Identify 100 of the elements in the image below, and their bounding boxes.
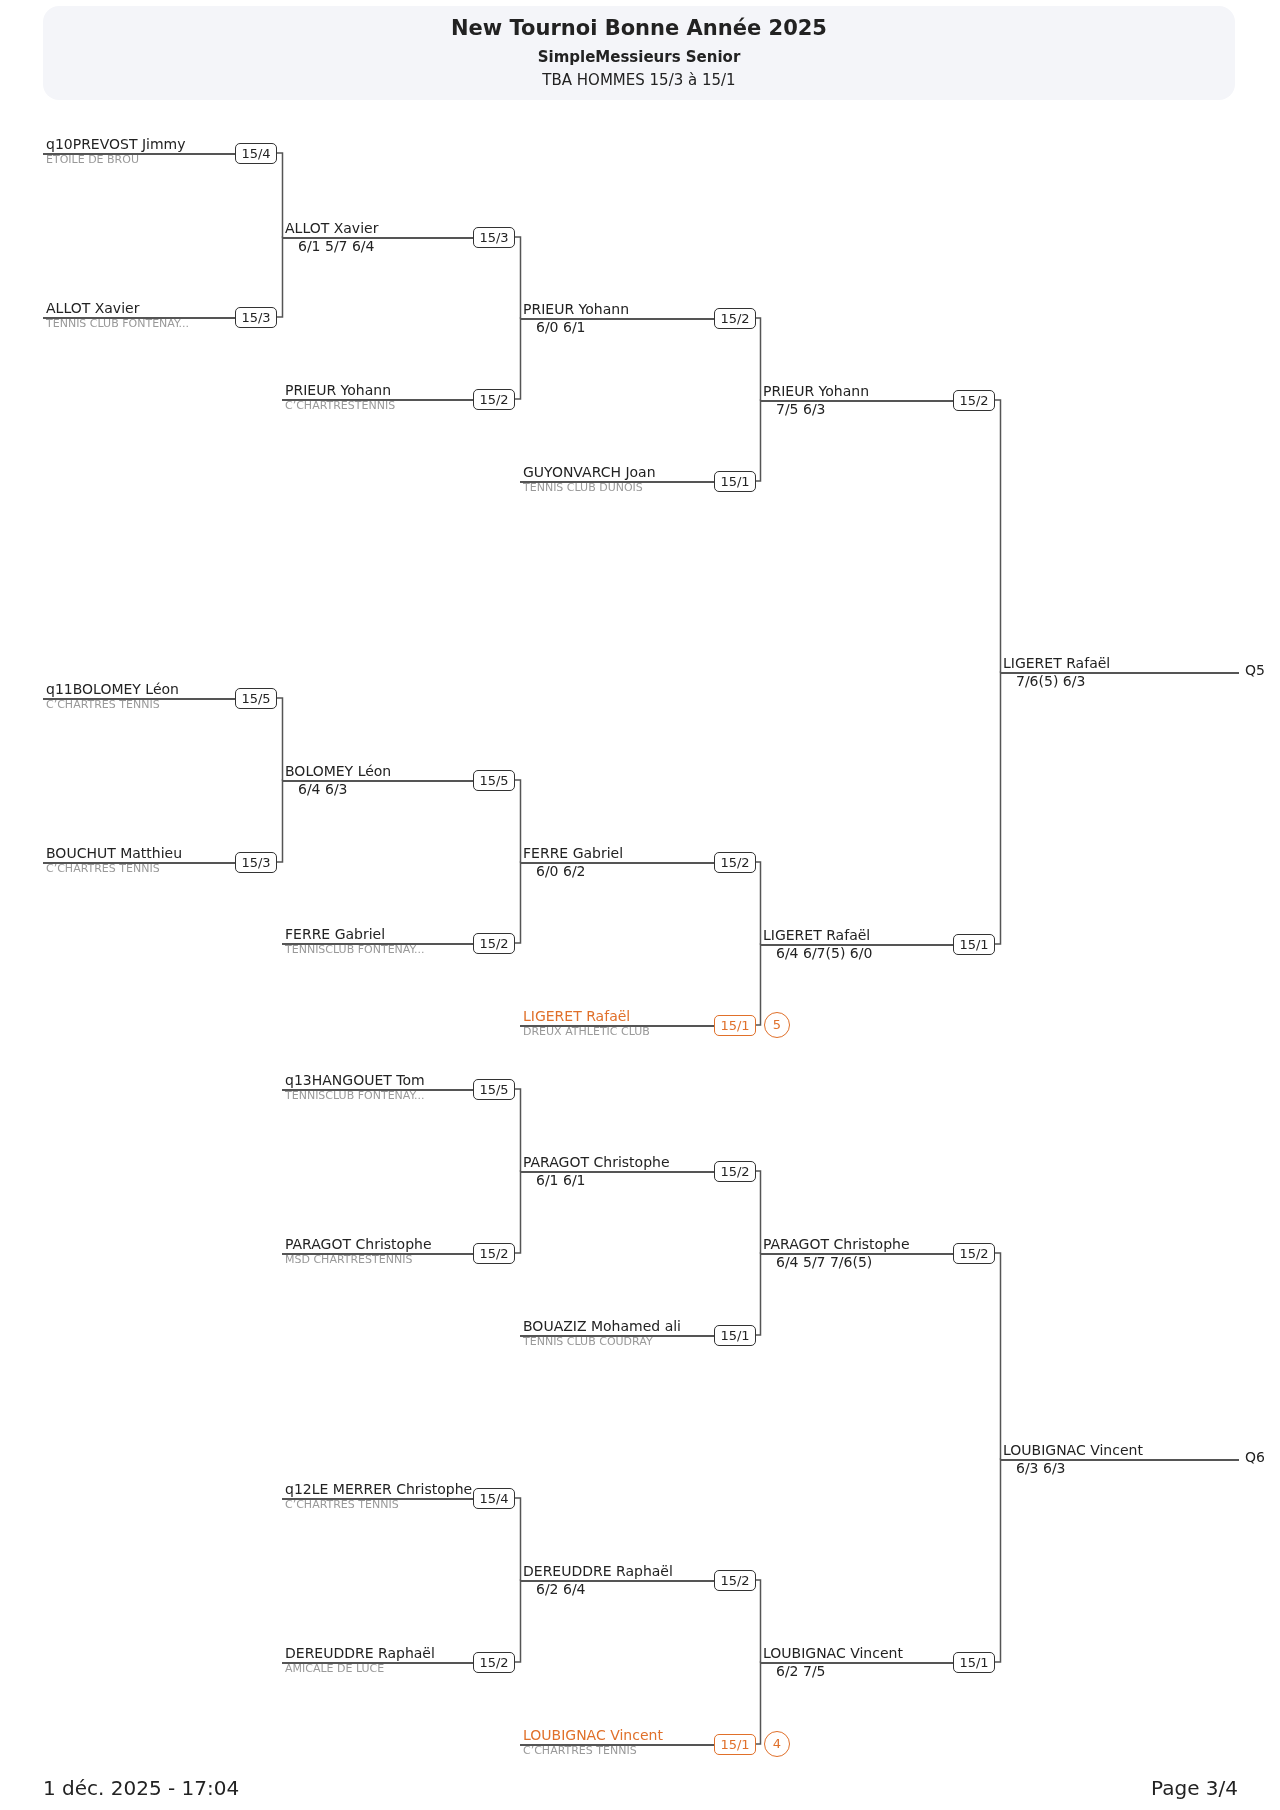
player-name: q10PREVOST Jimmy [46,136,186,153]
bracket-line [514,1497,522,1581]
ranking-badge: 15/3 [473,227,515,248]
player-name: PRIEUR Yohann [285,382,392,399]
ranking-badge: 15/2 [473,1243,515,1264]
ranking-badge: 15/2 [953,390,995,411]
ranking-badge: 15/5 [473,770,515,791]
qualifier-label: Q6 [1245,1449,1265,1465]
player-name: LOUBIGNAC Vincent [1003,1442,1143,1459]
bracket-line [994,1458,1002,1663]
player-name: PRIEUR Yohann [763,383,870,400]
player-name: BOUCHUT Matthieu [46,845,183,862]
player-name: GUYONVARCH Joan [523,464,656,481]
player-name: DEREUDDRE Raphaël [285,1645,435,1662]
club-name: TENNIS CLUB DUNOIS [523,481,643,494]
ranking-badge: 15/2 [714,1161,756,1182]
player-name: q12LE MERRER Christophe [285,1481,473,1498]
match-score: 6/4 6/3 [298,781,348,798]
bracket-line [755,317,762,401]
club-name: TENNISCLUB FONTENAY... [285,943,425,956]
ranking-badge: 15/2 [714,1570,756,1591]
club-name: TENNIS CLUB FONTENAY... [46,317,189,330]
player-name: DEREUDDRE Raphaël [523,1563,673,1580]
ranking-badge: 15/1 [953,1652,995,1673]
bracket-line [514,1170,522,1254]
match-score: 7/5 6/3 [776,401,826,418]
ranking-badge: 15/1 [714,1325,756,1346]
club-name: AMICALE DE LUCE [285,1662,385,1675]
bracket-line [755,1170,762,1254]
player-name: LOUBIGNAC Vincent [763,1645,903,1662]
ranking-badge: 15/2 [714,308,756,329]
player-name: LIGERET Rafaël [1003,655,1111,672]
ranking-badge: 15/1 [714,1015,756,1036]
player-name: PRIEUR Yohann [523,301,630,318]
bracket-line [514,236,522,319]
club-name: TENNIS CLUB COUDRAY [523,1335,653,1348]
club-name: TENNISCLUB FONTENAY... [285,1089,425,1102]
match-score: 6/1 5/7 6/4 [298,238,375,255]
bracket-line [276,779,284,863]
club-name: MSD CHARTRESTENNIS [285,1253,413,1266]
match-score: 6/1 6/1 [536,1172,586,1189]
player-name: ALLOT Xavier [46,300,140,317]
bracket-line [514,779,522,863]
match-score: 6/3 6/3 [1016,1460,1066,1477]
ranking-badge: 15/4 [235,143,277,164]
ranking-badge: 15/5 [473,1079,515,1100]
ranking-badge: 15/5 [235,688,277,709]
ranking-badge: 15/1 [714,471,756,492]
player-name: LIGERET Rafaël [763,927,871,944]
ranking-badge: 15/2 [473,389,515,410]
match-score: 6/4 6/7(5) 6/0 [776,945,873,962]
category-label: TBA HOMMES 15/3 à 15/1 [542,71,736,89]
ranking-badge: 15/2 [473,1652,515,1673]
bracket-line [755,943,762,1026]
bracket-line [755,1579,762,1663]
player-name: LIGERET Rafaël [523,1008,631,1025]
player-name: PARAGOT Christophe [523,1154,670,1171]
bracket-line [755,399,762,482]
club-name: C’CHARTRES TENNIS [46,698,160,711]
ranking-badge: 15/2 [473,933,515,954]
title: New Tournoi Bonne Année 2025 [451,16,827,40]
player-name: BOUAZIZ Mohamed ali [523,1318,681,1335]
club-name: C’CHARTRES TENNIS [523,1744,637,1757]
page-number: Page 3/4 [1151,1776,1238,1800]
club-name: C’CHARTRES TENNIS [46,862,160,875]
qualifier-label: Q5 [1245,662,1265,678]
club-name: C’CHARTRESTENNIS [285,399,396,412]
ranking-badge: 15/2 [953,1243,995,1264]
bracket-line [994,1252,1002,1460]
bracket-line [276,697,284,781]
ranking-badge: 15/3 [235,307,277,328]
ranking-badge: 15/2 [714,852,756,873]
ranking-badge: 15/4 [473,1488,515,1509]
bracket-line [755,1252,762,1336]
match-score: 6/2 7/5 [776,1663,826,1680]
match-score: 7/6(5) 6/3 [1016,673,1086,690]
player-name: FERRE Gabriel [523,845,624,862]
bracket-line [514,1579,522,1663]
player-name: ALLOT Xavier [285,220,379,237]
bracket-line [514,1088,522,1172]
ranking-badge: 15/1 [953,934,995,955]
player-name: PARAGOT Christophe [763,1236,910,1253]
ranking-badge: 15/3 [235,852,277,873]
bracket-line [514,861,522,944]
bracket-line [755,861,762,945]
ranking-badge: 15/1 [714,1734,756,1755]
match-score: 6/2 6/4 [536,1581,586,1598]
subtitle: SimpleMessieurs Senior [537,48,741,66]
bracket-line [994,399,1002,673]
bracket-line [994,671,1002,945]
club-name: ETOILE DE BROU [46,153,139,166]
match-score: 6/0 6/1 [536,319,586,336]
bracket-line [514,317,522,400]
club-name: DREUX ATHLETIC CLUB [523,1025,650,1038]
match-score: 6/4 5/7 7/6(5) [776,1254,873,1271]
bracket-line [755,1661,762,1745]
player-name: FERRE Gabriel [285,926,386,943]
player-name: BOLOMEY Léon [285,763,392,780]
player-name: PARAGOT Christophe [285,1236,432,1253]
bracket-line [276,152,284,238]
